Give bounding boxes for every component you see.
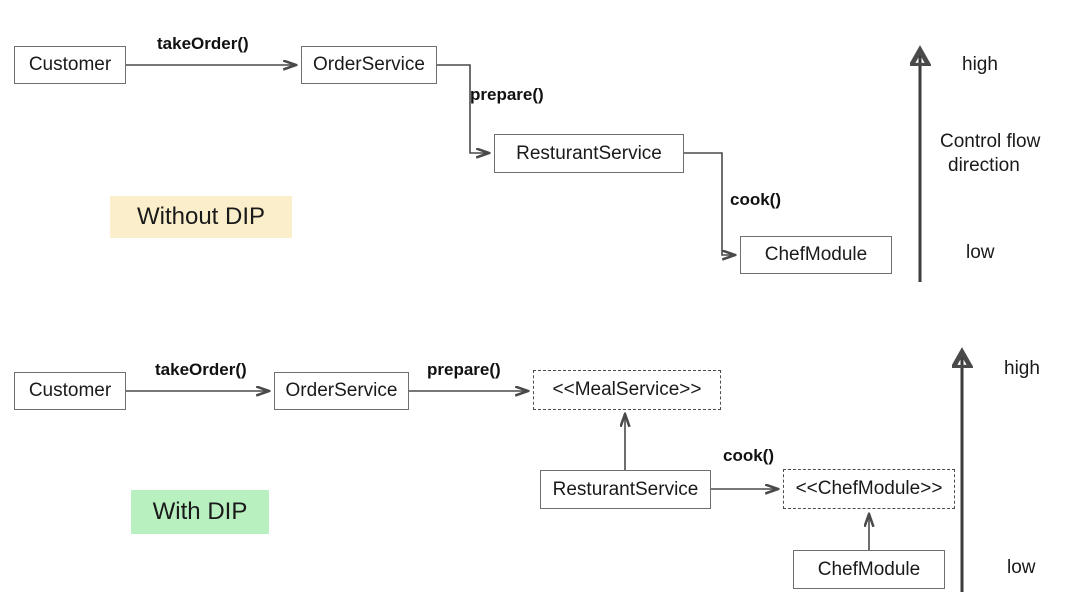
node-chefmodule-interface[interactable]: <<ChefModule>> — [783, 469, 955, 509]
node-chefmodule-with-dip[interactable]: ChefModule — [793, 550, 945, 589]
edge-label-prepare-2: prepare() — [427, 360, 501, 379]
node-resturantservice-without-dip[interactable]: ResturantService — [494, 134, 684, 173]
node-orderservice-with-dip[interactable]: OrderService — [274, 372, 409, 410]
edge-orderservice-to-resturantservice-1 — [437, 64, 489, 153]
edge-label-cook-1: cook() — [730, 190, 781, 209]
axis-label-control-flow-line1: Control flow — [940, 131, 1041, 152]
axis-label-high-2: high — [1004, 358, 1040, 379]
axis-label-low-1: low — [966, 242, 995, 263]
node-customer-without-dip[interactable]: Customer — [14, 46, 126, 84]
axis-label-control-flow-line2: direction — [948, 155, 1020, 176]
node-chefmodule-without-dip[interactable]: ChefModule — [740, 236, 892, 274]
edge-label-cook-2: cook() — [723, 446, 774, 465]
edge-label-takeorder-2: takeOrder() — [155, 360, 247, 379]
axis-label-low-2: low — [1007, 557, 1036, 578]
section-tag-with-dip: With DIP — [131, 490, 269, 534]
edge-resturantservice-to-chefmodule-1 — [684, 152, 735, 255]
section-tag-without-dip: Without DIP — [110, 196, 292, 238]
edge-label-takeorder-1: takeOrder() — [157, 34, 249, 53]
node-orderservice-without-dip[interactable]: OrderService — [301, 46, 437, 84]
node-resturantservice-with-dip[interactable]: ResturantService — [540, 470, 711, 509]
axis-label-high-1: high — [962, 54, 998, 75]
node-customer-with-dip[interactable]: Customer — [14, 372, 126, 410]
node-mealservice-interface[interactable]: <<MealService>> — [533, 370, 721, 410]
edge-label-prepare-1: prepare() — [470, 85, 544, 104]
